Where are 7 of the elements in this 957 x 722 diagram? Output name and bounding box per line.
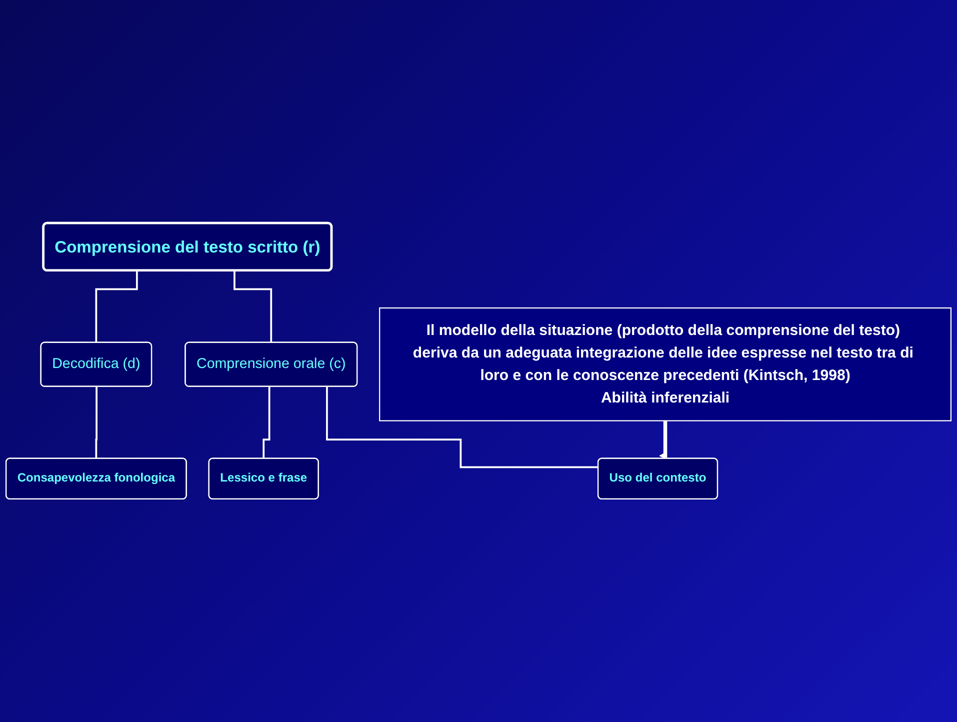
connector — [234, 270, 272, 344]
arrow — [659, 420, 668, 460]
connector — [95, 386, 98, 460]
connector — [95, 270, 138, 344]
connector — [326, 386, 598, 468]
connector — [262, 386, 270, 460]
node-box: Il modello della situazione (prodotto della comprensione del testo) deriva da un adeguata integrazione delle idee espresse nel testo tra di loro e con le conoscenze precedenti (Kintsch, 1998) Abilità inferenziali — [379, 307, 952, 422]
